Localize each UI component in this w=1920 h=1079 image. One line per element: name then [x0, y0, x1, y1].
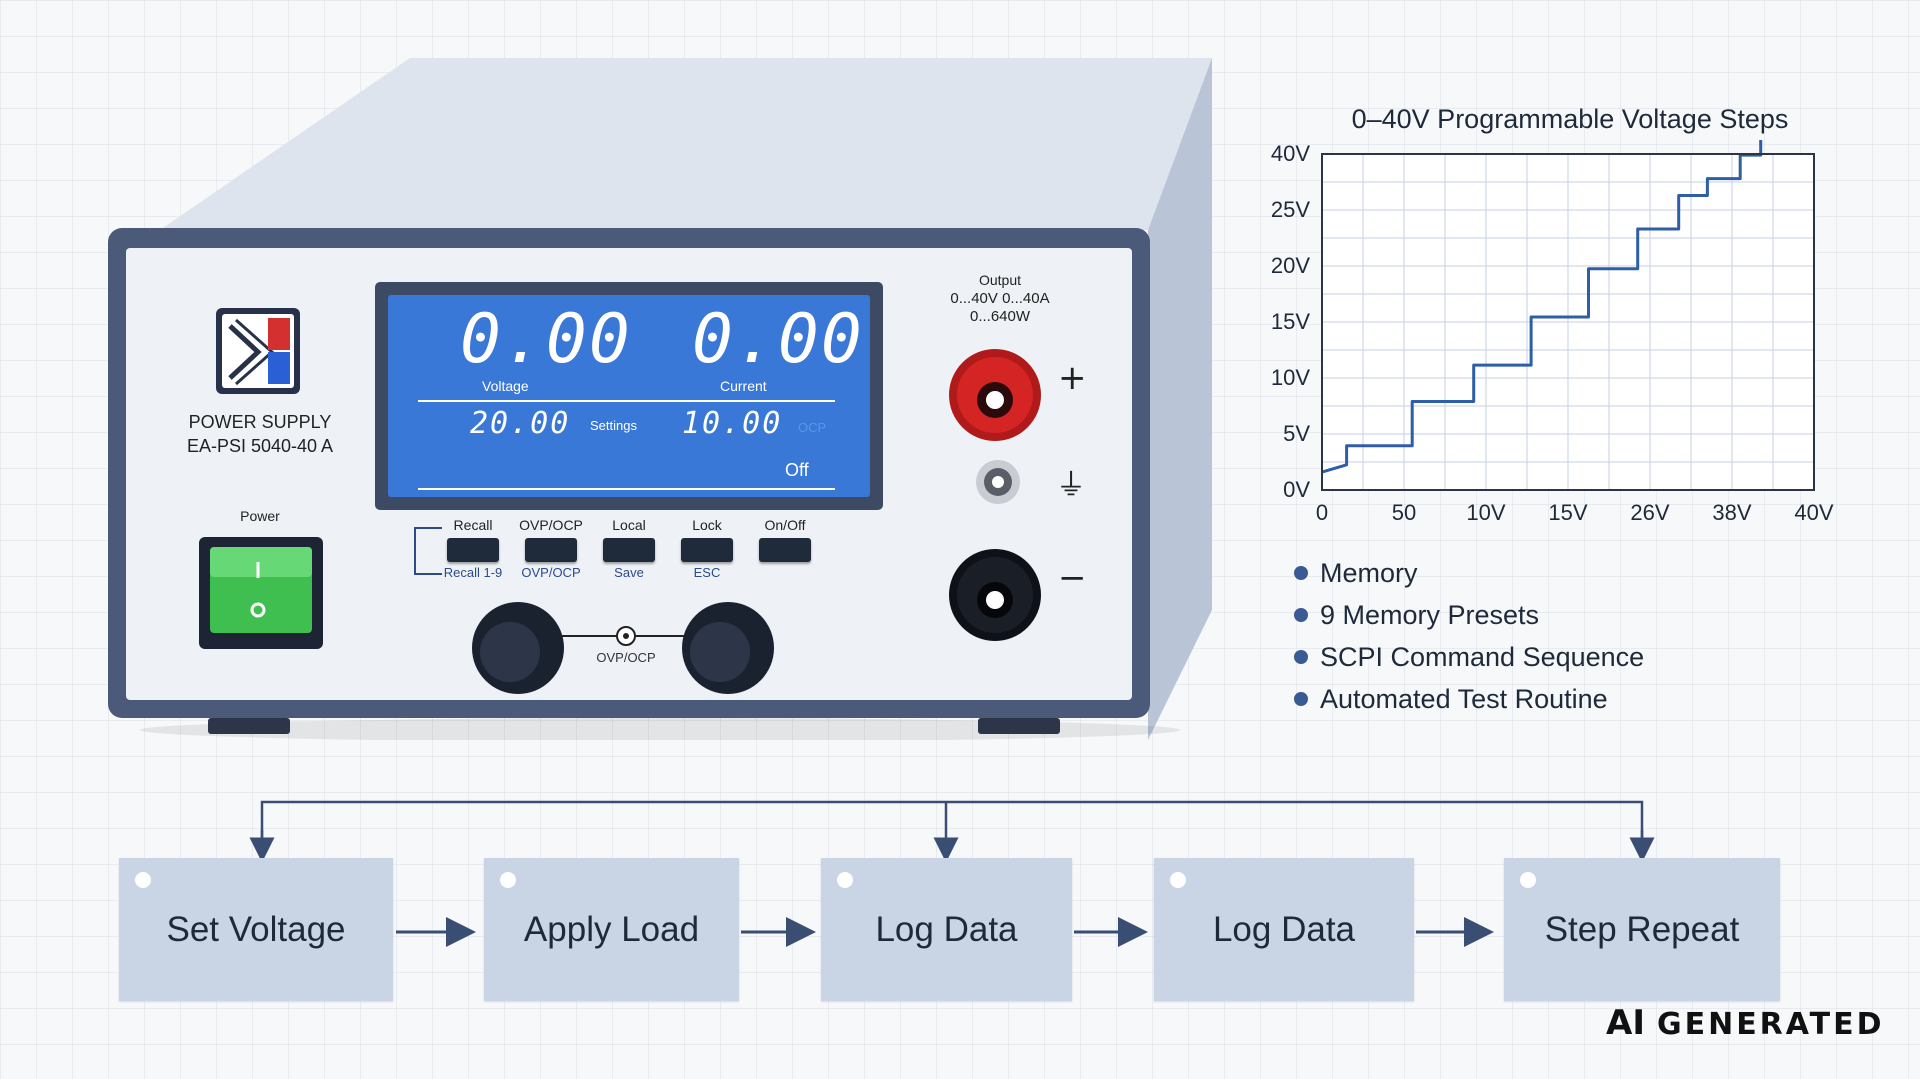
current-label: Current	[720, 378, 767, 394]
step-dot-icon	[135, 872, 151, 888]
ovp-ocp-button[interactable]	[525, 538, 577, 562]
bullet-icon	[1294, 692, 1308, 706]
step-dot-icon	[1520, 872, 1536, 888]
step-dot-icon	[837, 872, 853, 888]
feature-item: SCPI Command Sequence	[1290, 636, 1644, 678]
ocp-indicator: OCP	[798, 420, 827, 435]
output-rating-w: 0...640W	[969, 308, 1031, 325]
bullet-icon	[1294, 650, 1308, 664]
model-text: EA-PSI 5040-40 A	[186, 436, 334, 456]
workflow-feedback-lines	[249, 800, 1655, 863]
y-tick-label: 40V	[1271, 141, 1310, 166]
button-sublabel-save: Save	[614, 565, 644, 580]
button-sublabel-ovp: OVP/OCP	[521, 565, 581, 580]
ground-terminal[interactable]	[976, 460, 1020, 504]
button-label-onoff: On/Off	[764, 517, 806, 533]
x-tick-label: 26V	[1630, 500, 1669, 525]
power-label: Power	[240, 508, 280, 524]
x-tick-label: 38V	[1712, 500, 1751, 525]
on-off-button[interactable]	[759, 538, 811, 562]
knob-label: OVP/OCP	[596, 650, 656, 665]
button-sublabel-recall: Recall 1-9	[443, 565, 503, 580]
step-dot-icon	[1170, 872, 1186, 888]
workflow-step-repeat: Step Repeat	[1504, 858, 1780, 1001]
negative-terminal[interactable]	[949, 549, 1041, 641]
voltage-step-chart: 0V 5V 10V 15V 20V 25V 40V 0 50 10V 15V 26V 38V 40V	[1271, 140, 1834, 525]
x-tick-label: 0	[1316, 500, 1328, 525]
bullet-icon	[1294, 566, 1308, 580]
plot-frame	[1321, 153, 1815, 491]
button-label-lock: Lock	[692, 517, 722, 533]
x-tick-label: 50	[1392, 500, 1416, 525]
minus-symbol: −	[1058, 558, 1087, 598]
button-label-ovp: OVP/OCP	[519, 517, 583, 533]
y-tick-label: 5V	[1283, 421, 1310, 446]
feature-item: Memory	[1290, 552, 1644, 594]
settings-label: Settings	[590, 418, 637, 433]
recall-button[interactable]	[447, 538, 499, 562]
set-current-readout: 10.00	[682, 406, 783, 441]
output-status: Off	[785, 460, 809, 480]
brand-logo-icon	[216, 308, 300, 394]
step-dot-icon	[500, 872, 516, 888]
plus-symbol: +	[1058, 358, 1087, 398]
power-switch[interactable]	[199, 537, 323, 649]
bullet-icon	[1294, 608, 1308, 622]
y-tick-label: 25V	[1271, 197, 1310, 222]
x-tick-label: 15V	[1548, 500, 1587, 525]
voltage-label: Voltage	[482, 378, 529, 394]
voltage-readout: 0.00	[460, 300, 632, 379]
output-rating-va: 0...40V 0...40A	[950, 290, 1050, 307]
current-knob[interactable]	[682, 602, 774, 694]
feature-item: Automated Test Routine	[1290, 678, 1644, 720]
workflow-step-set-voltage: Set Voltage	[119, 858, 393, 1001]
y-tick-label: 10V	[1271, 365, 1310, 390]
positive-terminal[interactable]	[949, 349, 1041, 441]
x-tick-label: 10V	[1466, 500, 1505, 525]
brand-text: POWER SUPPLY	[188, 412, 332, 432]
feature-item: 9 Memory Presets	[1290, 594, 1644, 636]
voltage-step-series	[1321, 140, 1763, 474]
feature-list: Memory 9 Memory Presets SCPI Command Seq…	[1290, 552, 1644, 720]
workflow-step-log-data: Log Data	[821, 858, 1072, 1001]
ground-icon: ⏚	[1056, 468, 1086, 503]
button-label-local: Local	[612, 517, 646, 533]
device-chassis-illustration	[108, 58, 1212, 740]
local-button[interactable]	[603, 538, 655, 562]
power-supply-device: POWER SUPPLY EA-PSI 5040-40 A Power 0.00…	[100, 50, 1225, 740]
y-tick-label: 0V	[1283, 477, 1310, 502]
workflow-arrows	[396, 917, 1494, 947]
set-voltage-readout: 20.00	[470, 406, 571, 441]
button-sublabel-esc: ESC	[693, 565, 721, 580]
voltage-knob[interactable]	[472, 602, 564, 694]
chart-title: 0–40V Programmable Voltage Steps	[1351, 104, 1789, 134]
y-tick-label: 15V	[1271, 309, 1310, 334]
y-tick-label: 20V	[1271, 253, 1310, 278]
x-tick-label: 40V	[1794, 500, 1833, 525]
current-readout: 0.00	[692, 300, 864, 379]
output-label: Output	[978, 272, 1022, 288]
workflow-step-log-data-2: Log Data	[1154, 858, 1414, 1001]
lock-button[interactable]	[681, 538, 733, 562]
button-label-recall: Recall	[453, 517, 493, 533]
workflow-step-apply-load: Apply Load	[484, 858, 739, 1001]
